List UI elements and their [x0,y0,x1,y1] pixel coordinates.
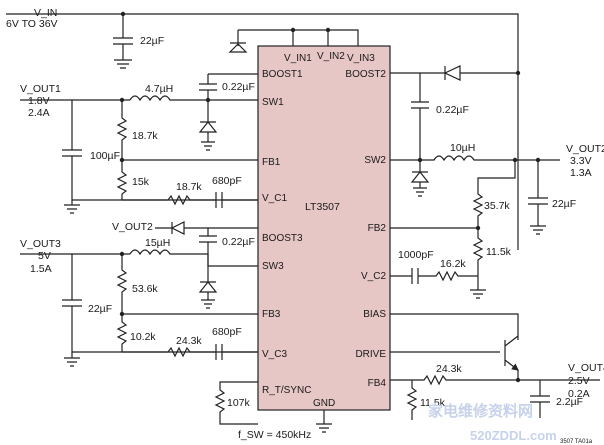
chip-body [257,45,391,411]
cc3-label: 680pF [212,326,242,338]
pin-boost2: BOOST2 [345,69,386,80]
fsw-label: f_SW = 450kHz [238,429,311,441]
vout3-current: 1.5A [30,263,52,275]
c-out1-label: 100µF [90,150,120,162]
vin-label: V_IN [34,7,57,19]
vout4-label: V_OUT4 [568,362,604,374]
pin-fb3: FB3 [262,309,281,320]
c-out4-label: 2.2µF [556,396,583,408]
vout1-label: V_OUT1 [20,83,61,95]
rc2-label: 16.2k [440,258,466,270]
corner-code: 3507 TA01a [560,439,593,445]
pin-rt-sync: R_T/SYNC [262,385,311,396]
pin-sw2: SW2 [364,155,386,166]
pin-boost1: BOOST1 [262,69,303,80]
pin-sw1: SW1 [262,97,284,108]
r1-bot-label: 15k [132,176,150,188]
vout3-label: V_OUT3 [20,238,61,250]
pin-fb1: FB1 [262,157,281,168]
pin-vin3: V_IN3 [347,53,375,64]
vin-range: 6V TO 36V [6,18,58,30]
l1-label: 4.7µH [145,83,173,95]
c-boost1-label: 0.22µF [222,81,255,93]
r1-top-label: 18.7k [132,130,158,142]
vout3-voltage: 5V [38,250,51,262]
pin-drive: DRIVE [355,349,386,360]
watermark-text: 家电维修资料网 [428,402,533,420]
vout2-current: 1.3A [570,167,592,179]
pin-gnd: GND [313,398,335,409]
c-boost2-label: 0.22µF [436,104,469,116]
cc1-label: 680pF [212,175,242,187]
vout4-current: 0.2A [568,388,590,400]
pin-sw3: SW3 [262,261,284,272]
vout1-current: 2.4A [28,107,50,119]
cc2-label: 1000pF [398,249,434,261]
vin-cap-label: 22µF [140,35,164,47]
pin-fb4: FB4 [368,378,387,389]
r3-bot-label: 10.2k [130,331,156,343]
rc1-label: 18.7k [176,181,202,193]
pin-vin1: V_IN1 [284,53,312,64]
pin-bias: BIAS [363,309,386,320]
l3-label: 15µH [145,237,170,249]
r4-bot-label: 11.5k [420,397,446,409]
r2-bot-label: 11.5k [486,246,512,258]
pin-vc3: V_C3 [262,349,287,360]
l2-label: 10µH [450,142,475,154]
vout1-voltage: 1.8V [28,95,50,107]
c-out2-label: 22µF [552,198,576,210]
vout2-label: V_OUT2 [566,143,604,155]
c-out3-label: 22µF [88,303,112,315]
vin-rail [6,13,519,250]
pin-vc2: V_C2 [361,271,386,282]
pin-vin2: V_IN2 [317,51,345,62]
vout2-boost-ref: V_OUT2 [112,221,153,233]
vout4-voltage: 2.5V [568,375,590,387]
watermark-url: 520ZDDL.com [470,428,557,443]
c-boost3-label: 0.22µF [222,236,255,248]
r2-top-label: 35.7k [484,200,510,212]
rt-label: 107k [227,397,251,409]
r4-top-label: 24.3k [436,363,462,375]
rc3-label: 24.3k [176,335,202,347]
chip-name: LT3507 [305,201,340,213]
r3-top-label: 53.6k [132,283,158,295]
pin-vc1: V_C1 [262,193,287,204]
pin-boost3: BOOST3 [262,233,303,244]
vout2-voltage: 3.3V [570,155,592,167]
pin-fb2: FB2 [368,223,387,234]
